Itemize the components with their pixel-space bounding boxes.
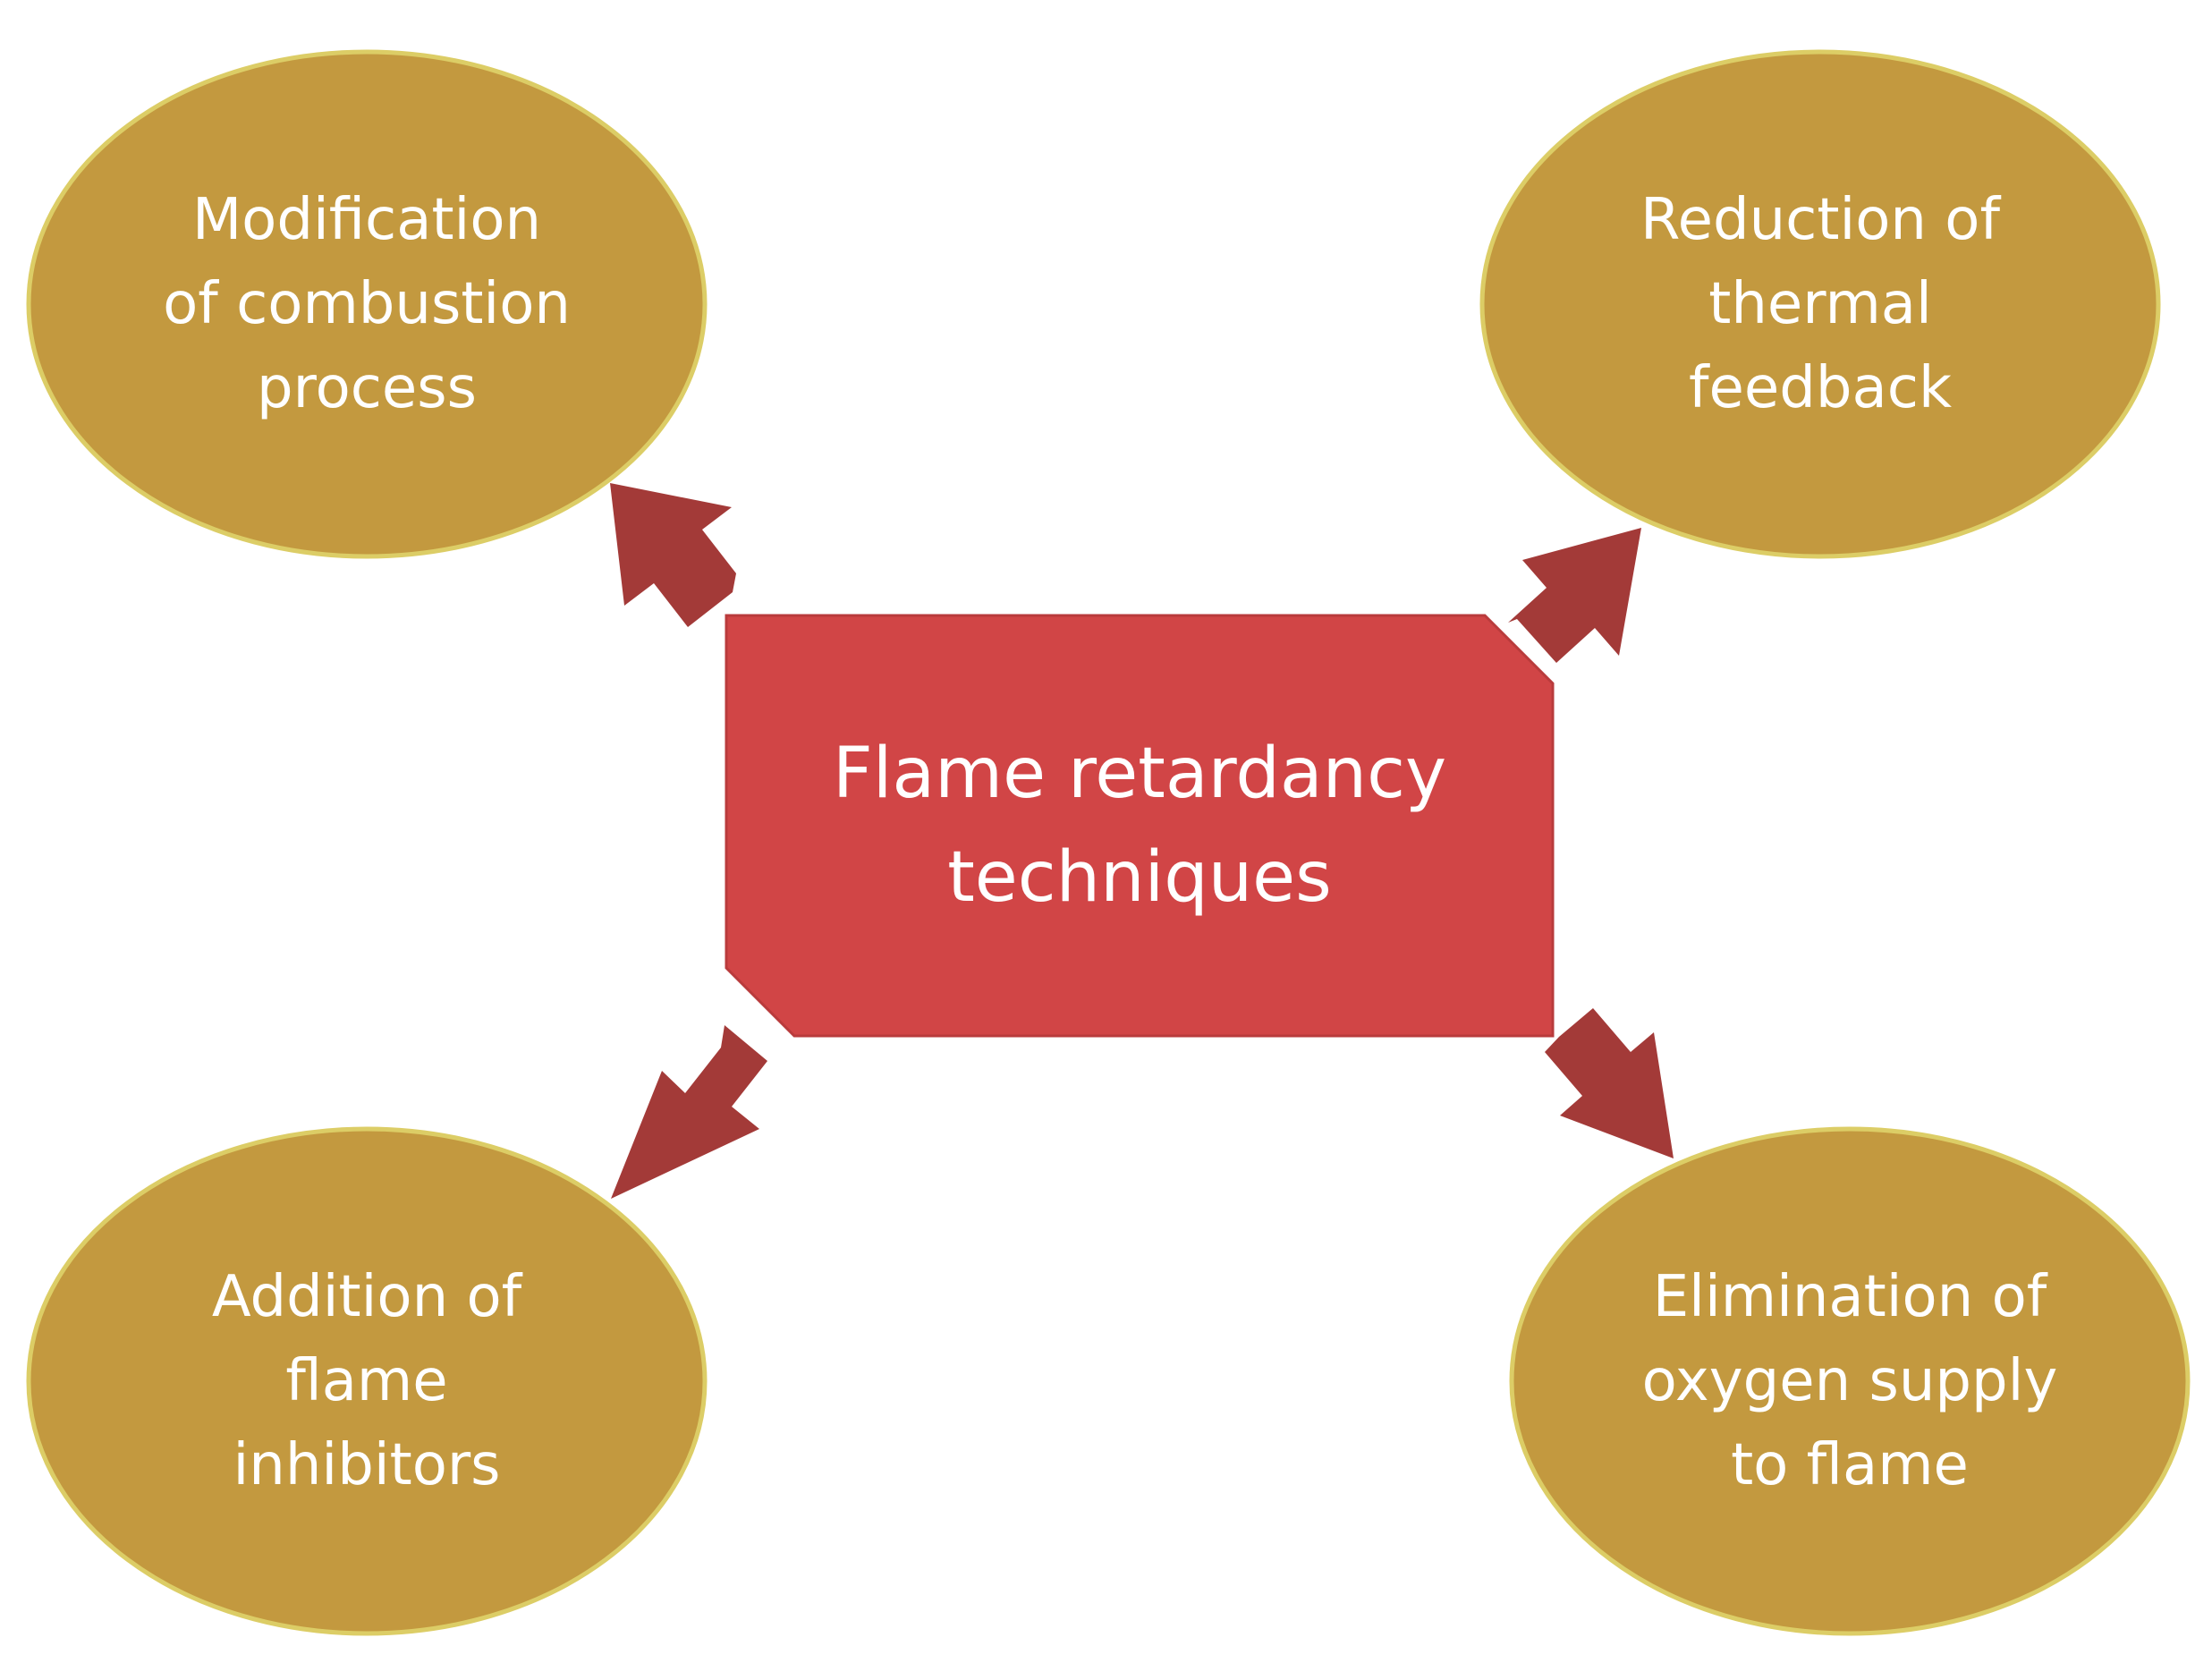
node-top-right-line-2: thermal <box>1708 271 1932 337</box>
center-box <box>725 614 1555 1038</box>
node-top-right-label: Reduction of thermal feedback <box>1552 89 2089 519</box>
arrow-to-top-right <box>1508 528 1641 663</box>
center-label: Flame retardancy techniques <box>726 615 1553 1036</box>
center-label-line-2: techniques <box>947 837 1332 918</box>
node-bottom-left-line-1: Addition of <box>211 1264 522 1330</box>
node-top-left-ellipse <box>26 49 708 559</box>
node-bottom-left-label: Addition of flame inhibitors <box>98 1167 635 1596</box>
node-bottom-right-line-1: Elimination of <box>1652 1264 2047 1330</box>
arrow-to-bottom-left <box>611 1025 767 1199</box>
node-top-right-line-3: feedback <box>1689 355 1952 421</box>
node-bottom-right-line-3: to flame <box>1731 1432 1969 1498</box>
node-bottom-left-line-3: inhibitors <box>233 1432 501 1498</box>
arrow-to-bottom-right <box>1545 1008 1674 1158</box>
node-top-left-line-1: Modification <box>191 187 542 253</box>
node-top-right-ellipse <box>1479 49 2161 559</box>
node-top-left-label: Modification of combustion process <box>98 89 635 519</box>
arrow-to-top-left <box>610 483 736 627</box>
node-bottom-left-line-2: flame <box>285 1348 448 1414</box>
node-bottom-right-ellipse <box>1509 1126 2191 1636</box>
center-label-line-1: Flame retardancy <box>832 734 1447 814</box>
node-bottom-right-line-2: oxygen supply <box>1641 1348 2058 1414</box>
node-bottom-right-label: Elimination of oxygen supply to flame <box>1581 1167 2118 1596</box>
node-top-left-line-3: process <box>257 355 477 421</box>
node-bottom-left-ellipse <box>26 1126 708 1636</box>
node-top-right-line-1: Reduction of <box>1640 187 2000 253</box>
node-top-left-line-2: of combustion <box>163 271 571 337</box>
